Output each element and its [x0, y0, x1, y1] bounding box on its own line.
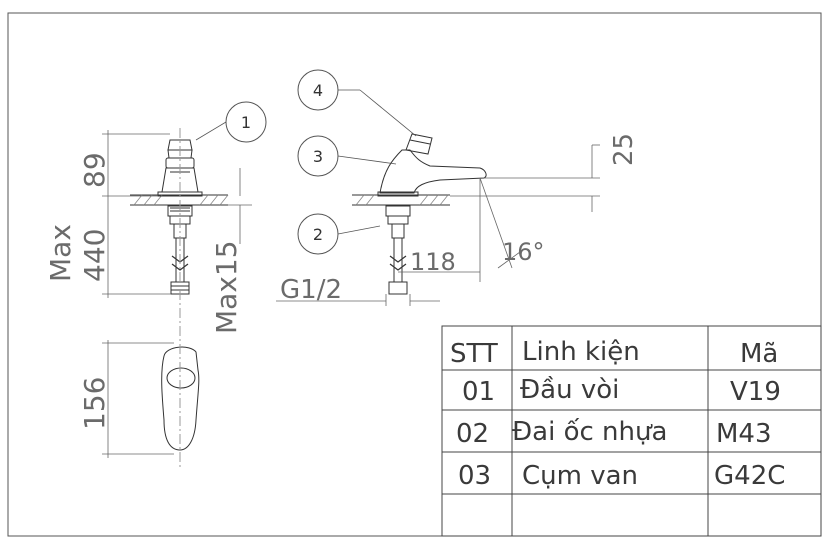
side-view	[352, 133, 487, 295]
table-cell: 01	[462, 377, 495, 407]
dimension-angle: 16°	[502, 238, 545, 266]
table-cell: V19	[730, 377, 781, 407]
dimension-440: 440	[78, 229, 111, 282]
dimension-thread: G1/2	[280, 275, 342, 305]
table-cell: M43	[716, 419, 772, 449]
drawing-border	[7, 12, 822, 537]
front-dimension-lines	[102, 130, 252, 298]
callout-label-1: 1	[241, 113, 251, 132]
callout-leaders	[195, 89, 417, 235]
callout-label-3: 3	[313, 147, 323, 166]
table-cell: Đầu vòi	[520, 375, 619, 405]
callout-circle-4	[297, 69, 339, 111]
table-cell: 02	[456, 419, 489, 449]
table-cell: 03	[458, 461, 491, 491]
table-cell: Cụm van	[522, 461, 638, 491]
callout-circle-3	[297, 135, 339, 177]
dimension-156: 156	[78, 377, 111, 430]
side-dimension-lines	[276, 144, 600, 306]
table-header-part: Linh kiện	[522, 337, 640, 367]
parts-table	[441, 325, 822, 537]
table-header-stt: STT	[450, 339, 498, 369]
table-cell: G42C	[714, 461, 785, 491]
front-view	[130, 128, 229, 330]
callout-circle-1	[225, 101, 267, 143]
dimension-118: 118	[410, 248, 456, 276]
callout-circle-2	[297, 213, 339, 255]
dimension-25: 25	[609, 133, 639, 166]
table-cell: Đai ốc nhựa	[512, 417, 667, 447]
top-dimension-lines	[102, 340, 174, 458]
top-view	[161, 326, 200, 470]
callout-label-2: 2	[313, 225, 323, 244]
table-header-code: Mã	[740, 339, 778, 369]
dimension-max-left: Max	[44, 224, 77, 282]
callout-label-4: 4	[313, 81, 323, 100]
dimension-max15: Max15	[210, 240, 243, 334]
dimension-89: 89	[78, 152, 111, 188]
